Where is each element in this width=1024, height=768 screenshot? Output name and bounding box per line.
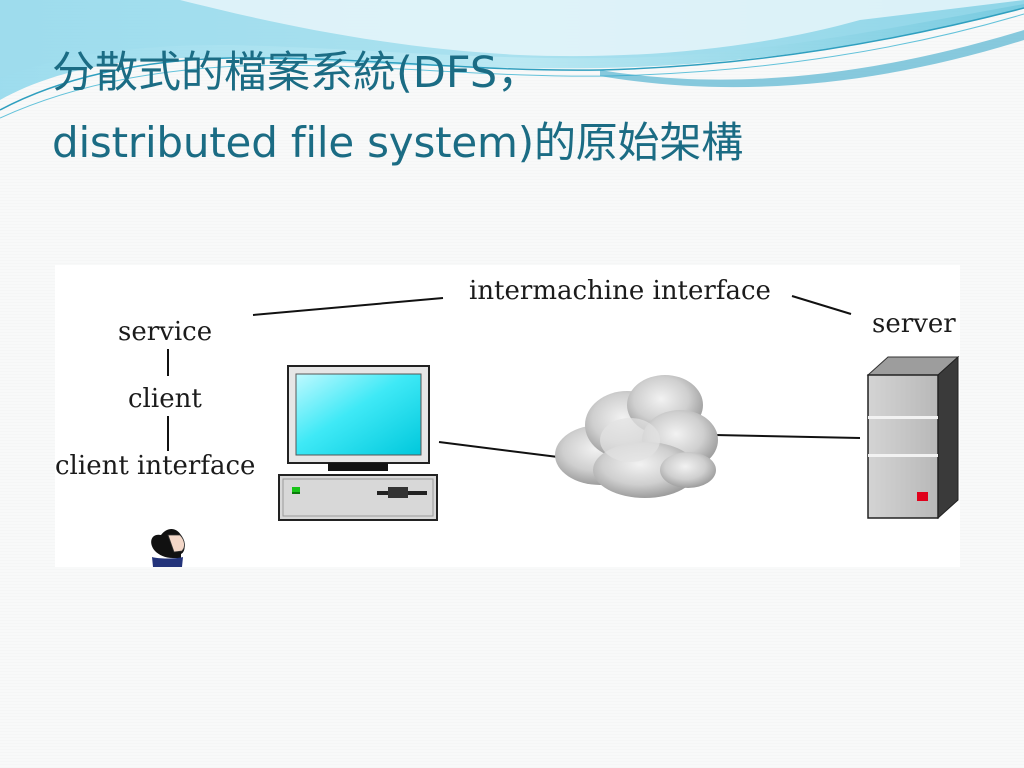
monitor-icon <box>287 365 430 471</box>
intermachine-right-line <box>791 295 852 315</box>
desktop-computer-icon <box>278 474 438 521</box>
network-server-line <box>714 434 861 439</box>
slide-title: 分散式的檔案系統(DFS， distributed file system)的原… <box>52 52 992 182</box>
computer-network-line <box>438 441 559 458</box>
intermachine-left-line <box>252 297 444 316</box>
title-line-2: distributed file system)的原始架構 <box>52 118 743 167</box>
client-label: client <box>128 384 202 414</box>
dfs-diagram: intermachine interface server service cl… <box>55 265 960 567</box>
diagram-canvas <box>151 295 960 567</box>
client-interface-label: client interface <box>55 451 256 481</box>
service-label: service <box>118 317 213 347</box>
network-cloud-icon <box>555 375 718 498</box>
intermachine-interface-label: intermachine interface <box>469 276 771 306</box>
server-tower-icon <box>866 355 960 520</box>
decorative-waves <box>0 0 1024 119</box>
title-line-1: 分散式的檔案系統(DFS， <box>52 48 541 98</box>
server-label: server <box>872 309 956 339</box>
user-head-icon <box>151 529 185 567</box>
